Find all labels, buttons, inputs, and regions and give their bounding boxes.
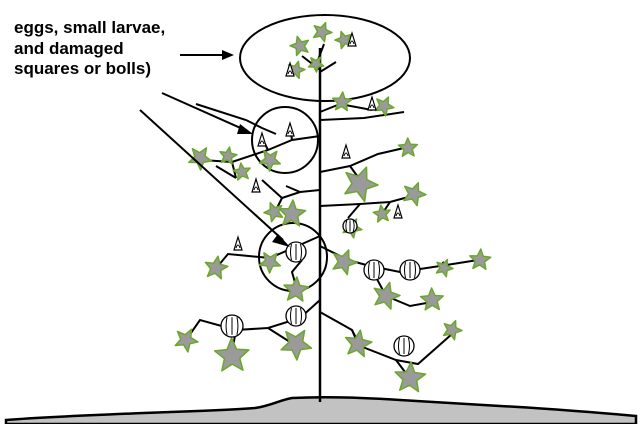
cotton-boll-icon — [286, 242, 306, 262]
flower-bud-icon — [258, 133, 266, 146]
leaf-icon — [309, 57, 324, 72]
leaf-icon — [290, 36, 308, 55]
cotton-boll-icon — [400, 260, 420, 280]
leaf-icon — [333, 92, 352, 111]
arrow-to-top-icon — [180, 50, 234, 60]
cotton-boll-icon — [394, 336, 414, 356]
leaf-icon — [421, 288, 444, 310]
leaf-icon — [284, 277, 309, 301]
leaf-icon — [374, 283, 400, 310]
leaf-icon — [259, 151, 280, 171]
arrow-to-upper-left-icon — [162, 93, 253, 134]
leaf-icon — [189, 148, 212, 170]
leaves-layer — [175, 23, 490, 392]
flower-bud-icon — [394, 205, 402, 218]
caption-line-1: eggs, small larvae, — [14, 18, 165, 39]
flower-bud-icon — [342, 145, 350, 158]
leaf-icon — [398, 138, 417, 156]
cotton-boll-icon — [364, 260, 384, 280]
leaf-icon — [436, 260, 453, 277]
caption-text: eggs, small larvae, and damaged squares … — [14, 18, 165, 80]
leaf-icon — [175, 329, 198, 352]
flower-bud-icon — [368, 97, 376, 110]
cotton-boll-icon — [343, 219, 357, 233]
flower-bud-icon — [286, 123, 294, 136]
leaf-icon — [404, 183, 426, 206]
leaf-icon — [444, 321, 462, 340]
leaf-icon — [373, 205, 390, 222]
leaf-icon — [314, 23, 332, 42]
leaf-icon — [346, 330, 372, 356]
leaf-icon — [470, 249, 491, 269]
flower-bud-icon — [234, 237, 242, 250]
leaf-icon — [264, 203, 283, 222]
leaf-icon — [215, 338, 249, 371]
caption-line-3: squares or bolls) — [14, 59, 165, 80]
cotton-boll-icon — [221, 315, 243, 337]
flower-bud-icon — [252, 179, 260, 192]
leaf-icon — [281, 331, 311, 361]
caption-line-2: and damaged — [14, 39, 165, 60]
cotton-boll-icon — [286, 306, 306, 326]
leaf-icon — [345, 167, 378, 201]
